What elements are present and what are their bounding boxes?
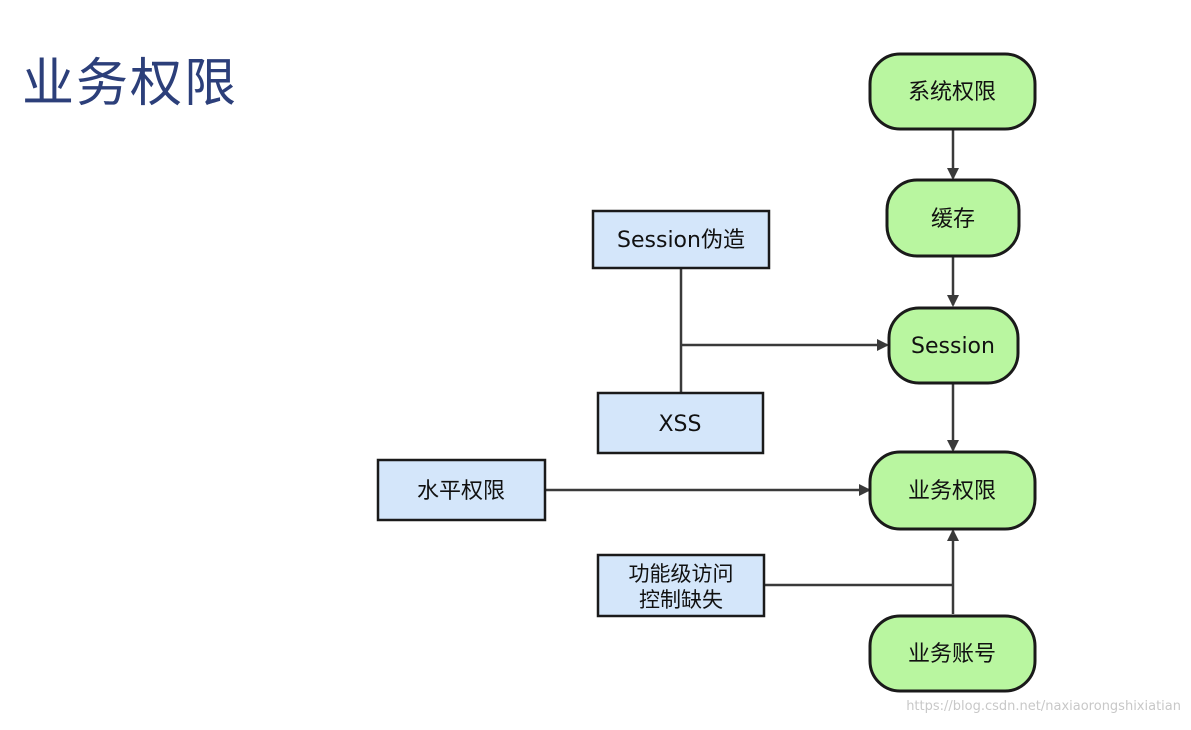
- node-business-account[interactable]: 业务账号: [868, 614, 1037, 693]
- node-cache[interactable]: 缓存: [885, 178, 1021, 258]
- node-xss-label: XSS: [658, 412, 701, 437]
- node-xss[interactable]: XSS: [596, 391, 765, 455]
- node-session[interactable]: Session: [887, 306, 1020, 385]
- node-session-label: Session: [911, 334, 995, 359]
- node-function-access-label-line2: 控制缺失: [639, 588, 723, 612]
- watermark-text: https://blog.csdn.net/naxiaorongshixiati…: [906, 699, 1181, 714]
- node-function-access[interactable]: 功能级访问 控制缺失: [596, 553, 766, 618]
- node-business-account-label: 业务账号: [908, 642, 996, 667]
- node-system-permission-label: 系统权限: [908, 80, 996, 105]
- node-system-permission[interactable]: 系统权限: [868, 52, 1037, 131]
- node-session-forgery[interactable]: Session伪造: [591, 209, 771, 270]
- node-horizontal-permission[interactable]: 水平权限: [376, 458, 547, 522]
- node-business-permission[interactable]: 业务权限: [868, 450, 1037, 531]
- page-title: 业务权限: [22, 54, 239, 114]
- edges: [545, 129, 959, 614]
- node-cache-label: 缓存: [931, 207, 975, 232]
- node-business-permission-label: 业务权限: [908, 479, 996, 504]
- node-session-forgery-label: Session伪造: [617, 228, 745, 253]
- node-horizontal-permission-label: 水平权限: [417, 479, 505, 504]
- node-function-access-label-line1: 功能级访问: [629, 562, 734, 586]
